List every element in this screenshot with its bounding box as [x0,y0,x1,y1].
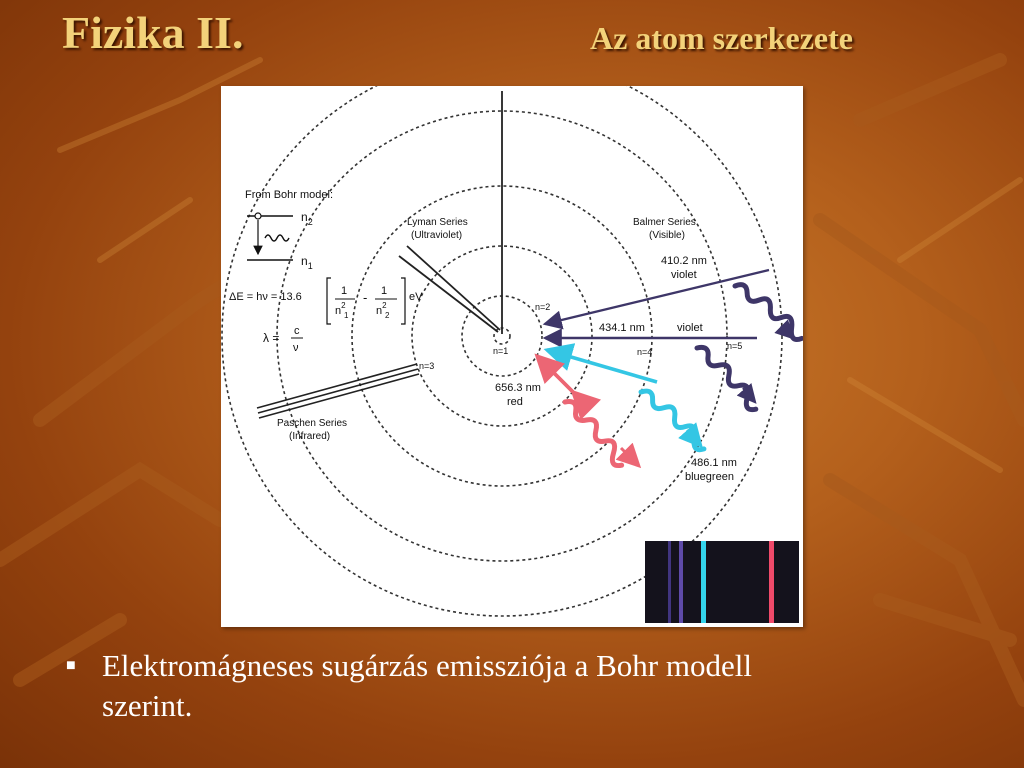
lyman-line-a [406,245,501,331]
wl-4341-color: violet [677,322,703,334]
wave-violet-upper [732,282,803,342]
lyman-line-b [398,255,499,333]
wl-4341: 434.1 nm [599,322,645,334]
orbit-label-n5: n=5 [727,341,742,351]
label-n2: n2 [301,210,313,227]
frac1-sup: 2 [341,301,346,310]
bracket-left [326,277,331,325]
spectrum-line-violet-1 [668,541,671,623]
paschen-line-b [257,368,419,414]
balmer-arrow-4861 [543,343,658,384]
wave-cyan [638,388,707,453]
photon-wave-icon [264,234,290,242]
wl-6563-color: red [507,396,523,408]
label-n1-letter: n [301,254,308,268]
bohr-heading: From Bohr model: [245,189,333,201]
frac2-num: 1 [381,285,387,297]
frac1-n: n [335,305,341,317]
ev-unit: eV [409,291,423,303]
wl-4861-color: bluegreen [685,471,734,483]
orbit-label-n2: n=2 [535,302,550,312]
energy-equation: ΔE = hν = 13.6 [229,291,302,303]
bohr-diagram-svg: From Bohr model: n2 n1 ΔE = hν = 13.6 1 … [221,86,803,623]
orbit-label-n3: n=3 [419,361,434,371]
frac2-n: n [376,305,382,317]
emission-spectrum [645,541,799,623]
bracket-right [401,277,406,325]
wave-red-arrow [615,442,642,469]
frac2-den: n2 [376,301,387,317]
lambda-equation: λ = [263,331,279,345]
red-arrow-tail [539,358,602,421]
paschen-sub: (Infrared) [289,431,330,442]
bullet-marker: ■ [66,657,76,674]
wl-4102-color: violet [671,269,697,281]
frac1-num: 1 [341,285,347,297]
label-n1-sub: 1 [308,261,313,271]
lyman-sub: (Ultraviolet) [411,230,462,241]
wl-6563: 656.3 nm [495,382,541,394]
bullet-line-2: szerint. [102,688,193,723]
wave-violet-upper-arrow [774,319,795,340]
wave-violet-lower-arrow [736,382,757,404]
paschen-line-a [256,363,418,409]
spectrum-line-cyan [701,541,706,623]
wl-4861: 486.1 nm [691,457,737,469]
paschen-line-c [258,373,420,419]
orbit-3 [411,245,593,427]
frac2-sub: 2 [385,311,390,320]
wave-cyan-arrow [678,422,703,449]
orbit-4 [351,185,653,487]
slide-title: Fizika II. [62,7,244,58]
spectrum-line-violet-2 [679,541,683,623]
wl-4102: 410.2 nm [661,255,707,267]
label-n2-sub: 2 [308,217,313,227]
frac2-sup: 2 [382,301,387,310]
orbit-5 [276,110,728,562]
label-n2-letter: n [301,210,308,224]
orbit-label-n1: n=1 [493,346,508,356]
frac1-den: n2 [335,301,346,317]
electron-icon [254,212,262,220]
bullet-item: Elektromágneses sugárzás emissziója a Bo… [102,646,962,726]
paschen-title: Paschen Series [277,418,347,429]
frac1-sub: 1 [344,311,349,320]
lambda-c: c [294,325,300,337]
balmer-sub: (Visible) [649,230,685,241]
balmer-title: Balmer Series [633,217,696,228]
wave-red [562,399,625,469]
slide-subtitle: Az atom szerkezete [590,20,853,56]
bullet-line-1: Elektromágneses sugárzás emissziója a Bo… [102,648,752,683]
lyman-title: Lyman Series [407,217,468,228]
orbit-label-n4: n=4 [637,347,652,357]
balmer-arrow-4102 [542,268,770,330]
label-n1: n1 [301,254,313,271]
bohr-diagram: From Bohr model: n2 n1 ΔE = hν = 13.6 1 … [221,86,803,627]
minus-sign: - [363,290,367,305]
spectrum-line-red [769,541,774,623]
lambda-nu: ν [293,342,299,354]
